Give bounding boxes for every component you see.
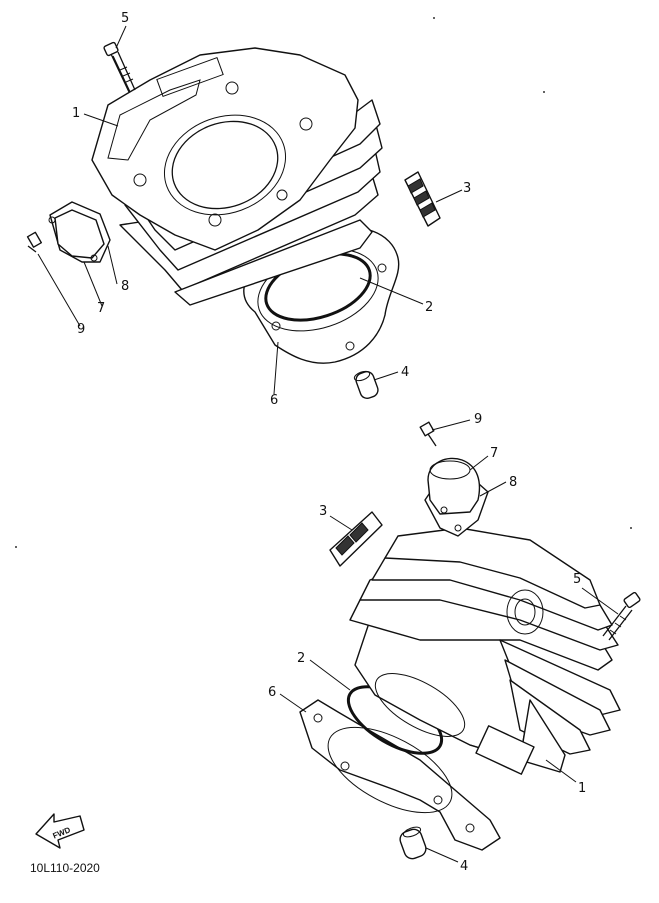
pin-top <box>353 370 379 400</box>
callout-bottom-9: 9 <box>474 412 482 427</box>
callout-top-3: 3 <box>463 181 471 196</box>
screw-top <box>26 231 43 253</box>
callout-bottom-4: 4 <box>460 859 468 874</box>
callout-top-2: 2 <box>425 300 433 315</box>
screw-bottom <box>419 421 437 447</box>
callout-top-8: 8 <box>121 279 129 294</box>
callout-bottom-3: 3 <box>319 504 327 519</box>
cylinder-body-top <box>91 47 383 306</box>
callout-top-5: 5 <box>121 11 129 26</box>
pin-bottom <box>399 826 427 860</box>
callout-bottom-6: 6 <box>268 685 276 700</box>
cylinder-body-bottom <box>349 527 621 775</box>
callout-bottom-7: 7 <box>490 446 498 461</box>
callout-bottom-1: 1 <box>578 781 586 796</box>
base-gasket-bottom <box>299 699 501 851</box>
callout-bottom-8: 8 <box>509 475 517 490</box>
side-cover-bottom <box>427 457 481 532</box>
fwd-arrow-icon: FWD <box>35 813 85 849</box>
callout-top-6: 6 <box>270 393 278 408</box>
bolt-top <box>103 41 136 93</box>
callout-top-7: 7 <box>97 301 105 316</box>
bolt-bottom <box>602 591 641 641</box>
callout-top-1: 1 <box>72 106 80 121</box>
callout-bottom-5: 5 <box>573 572 581 587</box>
dowel-bottom <box>329 511 383 567</box>
top-cylinder-view: 5 1 3 8 7 9 2 4 6 <box>26 11 471 408</box>
callout-top-9: 9 <box>77 322 85 337</box>
bottom-cylinder-view: 9 7 8 3 5 2 6 1 4 <box>268 412 641 874</box>
dowel-top <box>404 171 441 227</box>
callout-top-4: 4 <box>401 365 409 380</box>
side-cover-top <box>54 209 105 259</box>
figure-code: 10L110-2020 <box>30 861 100 875</box>
callout-bottom-2: 2 <box>297 651 305 666</box>
cylinder-flange <box>91 47 359 251</box>
